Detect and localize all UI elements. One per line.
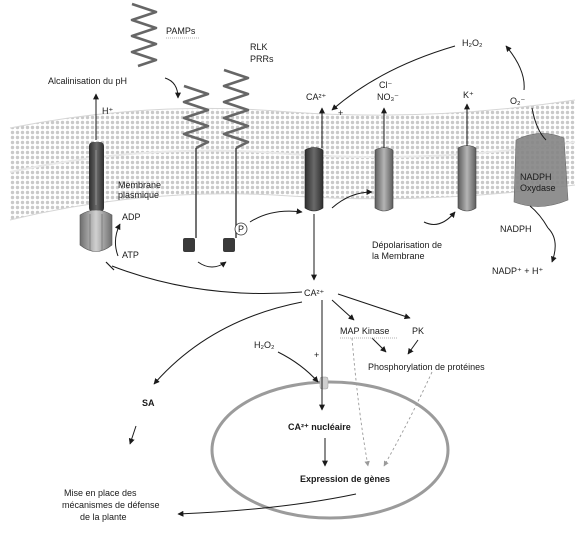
pamps-label: PAMPs	[166, 26, 196, 36]
plus-top-label: +	[338, 108, 343, 118]
nucleus	[210, 380, 450, 520]
expression-label: Expression de gènes	[300, 474, 390, 484]
pk-label: PK	[412, 326, 424, 336]
no3-label: NO₃⁻	[377, 92, 399, 102]
nuclear-pore	[319, 376, 329, 390]
nadph-oxidase	[513, 133, 569, 207]
plus-mid-label: +	[314, 350, 319, 360]
nadp-label: NADP⁺ + H⁺	[492, 266, 544, 276]
mise-label-1: Mise en place des	[64, 488, 137, 498]
prr-receptor	[222, 68, 250, 252]
depolarisation-label-1: Dépolarisation de	[372, 240, 442, 250]
h-plus-label: H⁺	[102, 106, 113, 116]
atp-label: ATP	[122, 250, 139, 260]
nadph-label: NADPH	[500, 224, 532, 234]
mise-label-2: mécanismes de défense	[62, 500, 160, 510]
depolarisation-label-2: la Membrane	[372, 251, 425, 261]
membrane-label-1: Membrane	[118, 180, 161, 190]
membrane-label-2: plasmique	[118, 190, 159, 200]
rlk-label: RLK	[250, 42, 268, 52]
adp-label: ADP	[122, 212, 141, 222]
h2o2-mid-label: H₂O₂	[254, 340, 275, 350]
ca-nucleaire-label: CA²⁺ nucléaire	[288, 422, 351, 432]
k-plus-label: K⁺	[463, 90, 474, 100]
h2o2-top-label: H₂O₂	[462, 38, 483, 48]
nadph-oxydase-label-1: NADPH	[520, 172, 552, 182]
phosphorylation-label: Phosphorylation de protéines	[368, 362, 485, 372]
cl-label: Cl⁻	[379, 80, 392, 90]
signaling-arrows	[93, 45, 557, 517]
map-kinase-label: MAP Kinase	[340, 326, 389, 336]
rlk-receptor	[182, 84, 210, 252]
sa-label: SA	[142, 398, 155, 408]
h-atpase-pump	[79, 142, 113, 252]
ca-center-label: CA²⁺	[304, 288, 324, 298]
pamps-molecule	[130, 2, 158, 68]
p-label: P	[238, 224, 244, 234]
labels: PAMPs RLK PRRs Alcalinisation du pH H⁺ M…	[48, 26, 556, 522]
alcalinisation-label: Alcalinisation du pH	[48, 76, 127, 86]
mise-label-3: de la plante	[80, 512, 127, 522]
calcium-channel	[304, 147, 324, 212]
potassium-channel	[457, 145, 477, 212]
o2-label: O₂⁻	[510, 96, 525, 106]
prrs-label: PRRs	[250, 54, 274, 64]
anion-channel	[374, 147, 394, 212]
nadph-oxydase-label-2: Oxydase	[520, 183, 556, 193]
ca-top-label: CA²⁺	[306, 92, 326, 102]
